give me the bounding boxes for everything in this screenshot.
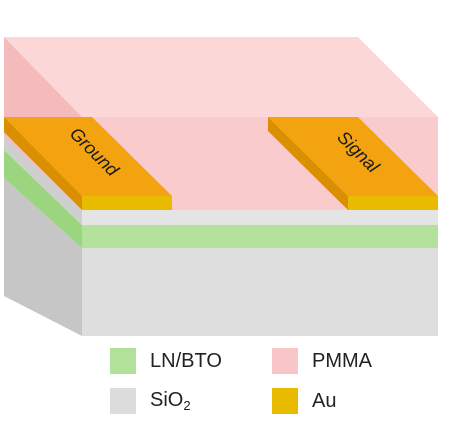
- signal-electrode-top: [268, 117, 438, 196]
- ln-bto-layer-front: [82, 225, 438, 248]
- pmma-top-face: [4, 37, 438, 117]
- sio2-cladding-front: [82, 210, 438, 225]
- ground-electrode-side: [4, 117, 82, 210]
- signal-electrode-front: [348, 196, 438, 210]
- sio2-cladding-side: [4, 136, 82, 225]
- ground-electrode-front: [82, 196, 172, 210]
- ground-electrode-top: [4, 117, 172, 196]
- ln-bto-layer-side: [4, 150, 82, 248]
- signal-electrode-side: [268, 117, 348, 210]
- sio2-substrate-side: [4, 178, 82, 336]
- sio2-substrate-front: [82, 248, 438, 336]
